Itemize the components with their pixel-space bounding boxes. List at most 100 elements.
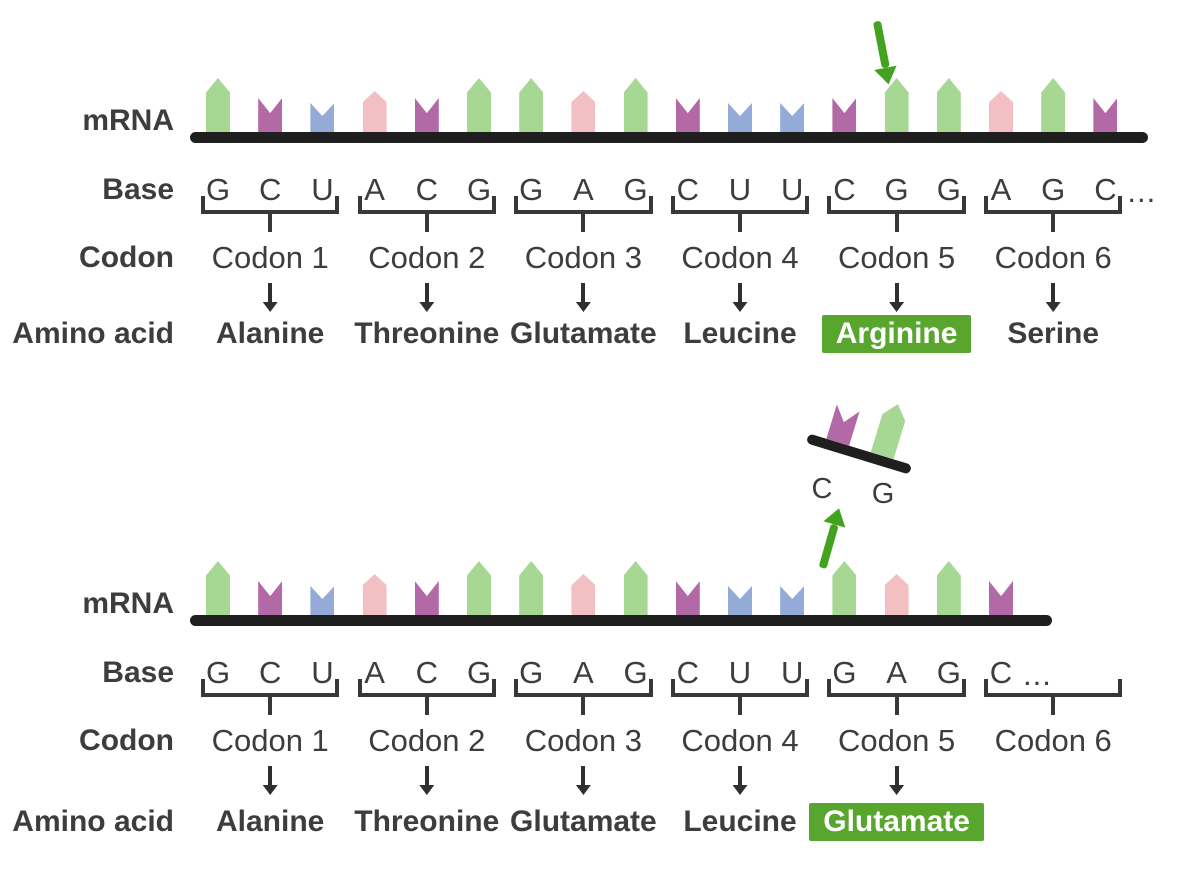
codon-label: Codon 1 — [211, 723, 329, 758]
amino-acid-badge: Glutamate — [809, 803, 984, 841]
codon-bracket-stem — [268, 696, 273, 715]
excised-base-letter-G: G — [871, 478, 895, 510]
arrow-head — [575, 785, 591, 795]
codon-bracket — [827, 196, 966, 214]
base-letter: A — [364, 172, 385, 207]
nucleotide-C-icon — [414, 581, 439, 617]
arrow-head — [575, 302, 591, 312]
base-letter: A — [573, 172, 594, 207]
base-letter: G — [884, 172, 909, 207]
nucleotide-C-icon — [258, 581, 283, 617]
base-letter: C — [258, 655, 282, 690]
codon-bracket-stem — [424, 213, 429, 232]
nucleotide-A-icon — [884, 574, 909, 617]
base-letter: U — [728, 655, 752, 690]
nucleotide-A-icon — [362, 574, 387, 617]
amino-acid-label: Glutamate — [510, 317, 657, 350]
codon-bracket — [984, 196, 1123, 214]
arrow-head — [1045, 302, 1061, 312]
row-label-amino_acid: Amino acid — [12, 805, 174, 838]
codon-bracket — [201, 679, 340, 697]
nucleotide-G-icon — [623, 78, 648, 134]
codon-bracket — [670, 679, 810, 697]
arrow-head — [419, 302, 435, 312]
base-letter: A — [573, 655, 594, 690]
codon-bracket-stem — [424, 696, 429, 715]
codon-bracket-stem — [1051, 696, 1056, 715]
arrow-shaft — [424, 283, 429, 302]
nucleotide-C-icon — [989, 581, 1013, 617]
row-label-base: Base — [102, 656, 174, 689]
nucleotide-G-icon — [467, 561, 491, 617]
codon-bracket — [514, 679, 653, 697]
codon-label: Codon 4 — [681, 723, 799, 758]
codon-bracket — [984, 679, 1123, 697]
nucleotide-C-icon — [414, 98, 439, 134]
codon-label: Codon 5 — [837, 240, 956, 275]
codon-to-amino-arrow-icon — [889, 283, 905, 312]
codon-label: Codon 6 — [994, 723, 1112, 758]
arrow-shaft — [738, 283, 742, 302]
codon-label: Codon 3 — [524, 240, 642, 275]
nucleotide-G-icon — [832, 561, 857, 617]
nucleotide-U-icon — [310, 586, 335, 617]
base-letter: C — [415, 655, 438, 690]
amino-acid-label: Leucine — [683, 317, 797, 350]
base-letter: C — [989, 655, 1013, 690]
base-letter: G — [205, 655, 231, 690]
nucleotide-G-icon — [936, 561, 961, 617]
arrow-shaft — [268, 283, 273, 302]
base-letter: G — [936, 172, 961, 207]
base-letter: G — [832, 655, 857, 690]
amino-acid-label: Alanine — [216, 317, 325, 350]
codon-bracket — [514, 196, 653, 214]
codon-bracket-stem — [268, 213, 273, 232]
nucleotide-C-icon — [675, 98, 700, 134]
codon-label: Codon 4 — [681, 240, 799, 275]
mrna-strand — [190, 132, 1148, 143]
base-letter: G — [519, 655, 544, 690]
nucleotide-G-icon — [467, 78, 491, 134]
nucleotide-A-icon — [362, 91, 387, 134]
nucleotide-C-icon — [675, 581, 700, 617]
arrow-head — [732, 302, 748, 312]
amino-acid-label: Leucine — [683, 805, 797, 838]
sequence-ellipsis: ... — [1023, 657, 1052, 692]
codon-bracket-stem — [894, 213, 899, 232]
base-letter: G — [1041, 172, 1066, 207]
deletion-arrow-head — [823, 505, 850, 528]
codon-to-amino-arrow-icon — [419, 283, 435, 312]
codon-bracket — [670, 196, 810, 214]
deletion-arrow-shaft — [818, 523, 839, 569]
nucleotide-G-icon — [206, 78, 230, 134]
codon-bracket-stem — [894, 696, 899, 715]
row-label-amino_acid: Amino acid — [12, 317, 174, 350]
amino-acid-label: Threonine — [354, 317, 500, 350]
base-letter: U — [311, 172, 334, 207]
base-letter: A — [886, 655, 907, 690]
nucleotide-U-icon — [728, 586, 752, 617]
nucleotide-C-icon — [258, 98, 283, 134]
arrow-shaft — [738, 766, 742, 785]
row-label-codon: Codon — [79, 724, 174, 757]
nucleotide-U-icon — [310, 103, 335, 134]
amino-acid-label: Alanine — [216, 805, 325, 838]
nucleotide-G-icon — [206, 561, 230, 617]
arrow-shaft — [581, 766, 586, 785]
codon-to-amino-arrow-icon — [732, 766, 748, 795]
codon-bracket — [201, 196, 340, 214]
base-letter: A — [364, 655, 385, 690]
codon-to-amino-arrow-icon — [1045, 283, 1061, 312]
base-letter: C — [676, 172, 699, 207]
arrow-shaft — [1051, 283, 1056, 302]
base-letter: G — [205, 172, 231, 207]
row-label-mrna: mRNA — [82, 587, 174, 620]
arrow-head — [889, 302, 905, 312]
nucleotide-A-icon — [571, 574, 596, 617]
codon-bracket — [827, 679, 966, 697]
mrna-strand — [190, 615, 1052, 626]
excised-nucleotide-G-icon — [871, 401, 910, 460]
nucleotide-G-icon — [884, 78, 909, 134]
nucleotide-A-icon — [989, 91, 1013, 134]
